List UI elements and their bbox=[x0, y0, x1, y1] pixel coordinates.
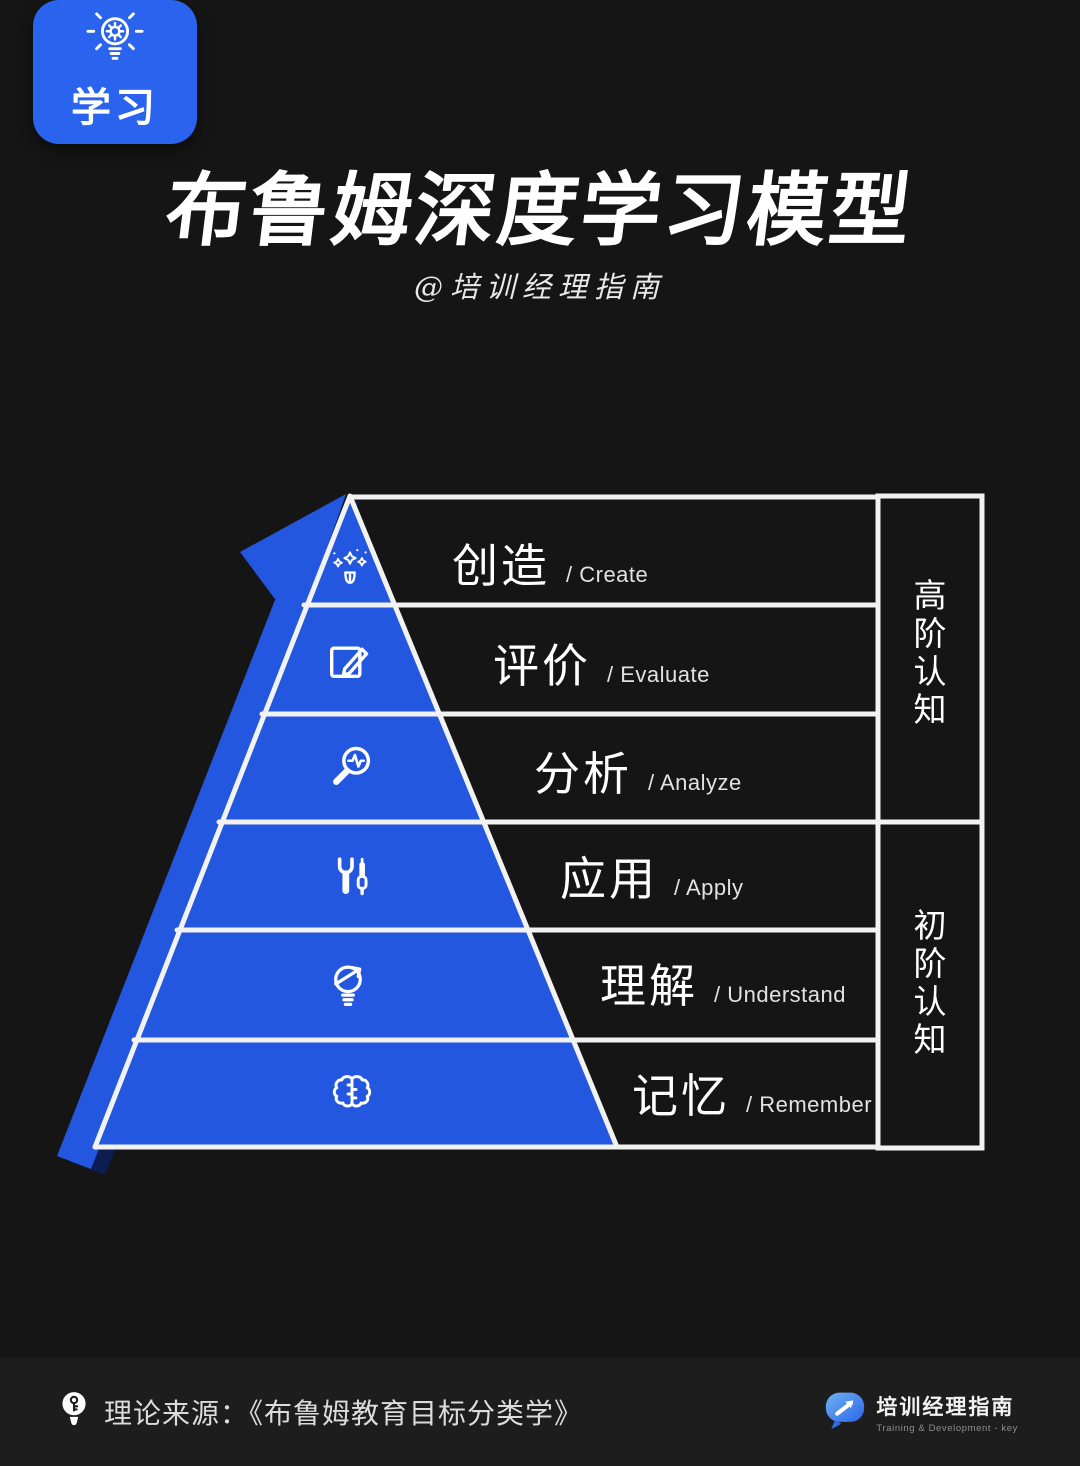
level-zh: 分析 bbox=[534, 748, 632, 800]
up-arrow bbox=[57, 494, 346, 1169]
key-bulb-icon bbox=[58, 1390, 90, 1435]
level-label-remember: 记忆 / Remember bbox=[632, 1060, 872, 1126]
level-zh: 创造 bbox=[452, 540, 550, 592]
level-en: / Remember bbox=[746, 1092, 873, 1117]
level-zh: 记忆 bbox=[632, 1070, 730, 1122]
level-label-apply: 应用 / Apply bbox=[560, 843, 744, 909]
brand-logo: 培训经理指南 Training & Development - key bbox=[824, 1389, 1018, 1436]
level-label-evaluate: 评价 / Evaluate bbox=[493, 630, 710, 696]
level-en: / Understand bbox=[714, 982, 846, 1007]
level-en: / Apply bbox=[674, 875, 744, 900]
level-zh: 应用 bbox=[560, 853, 658, 905]
group-label-higher-cognition: 高 阶 认 知 bbox=[913, 577, 947, 728]
footer-bar: 理论来源：《布鲁姆教育目标分类学》 培训经 bbox=[0, 1358, 1080, 1466]
level-en: / Create bbox=[566, 562, 649, 587]
bulb-arrow-icon bbox=[320, 956, 376, 1012]
cognition-group-box bbox=[875, 493, 985, 1151]
level-label-analyze: 分析 / Analyze bbox=[534, 738, 742, 804]
level-label-create: 创造 / Create bbox=[452, 530, 648, 596]
footer-source: 理论来源：《布鲁姆教育目标分类学》 bbox=[58, 1390, 583, 1435]
logo-name: 培训经理指南 bbox=[876, 1395, 1015, 1419]
brain-icon bbox=[325, 1067, 379, 1121]
pencil-edit-icon bbox=[321, 633, 375, 687]
magnifier-pulse-icon bbox=[324, 738, 380, 794]
wrench-screwdriver-icon bbox=[325, 849, 379, 903]
learning-badge: 学习 bbox=[33, 0, 197, 144]
chat-arrow-logo-icon bbox=[824, 1389, 866, 1436]
page-subtitle: @培训经理指南 bbox=[413, 270, 666, 304]
badge-label: 学习 bbox=[71, 86, 159, 130]
level-zh: 评价 bbox=[493, 640, 591, 692]
logo-tagline: Training & Development - key bbox=[876, 1422, 1018, 1434]
sparkles-pen-icon bbox=[328, 546, 372, 590]
source-label: 理论来源：《布鲁姆教育目标分类学》 bbox=[104, 1398, 584, 1429]
level-label-understand: 理解 / Understand bbox=[600, 950, 846, 1016]
bulb-gear-icon bbox=[84, 0, 146, 73]
level-zh: 理解 bbox=[600, 960, 698, 1012]
level-en: / Analyze bbox=[648, 770, 742, 795]
group-label-basic-cognition: 初 阶 认 知 bbox=[913, 907, 947, 1058]
level-en: / Evaluate bbox=[607, 662, 710, 687]
level-lines bbox=[92, 494, 985, 1150]
